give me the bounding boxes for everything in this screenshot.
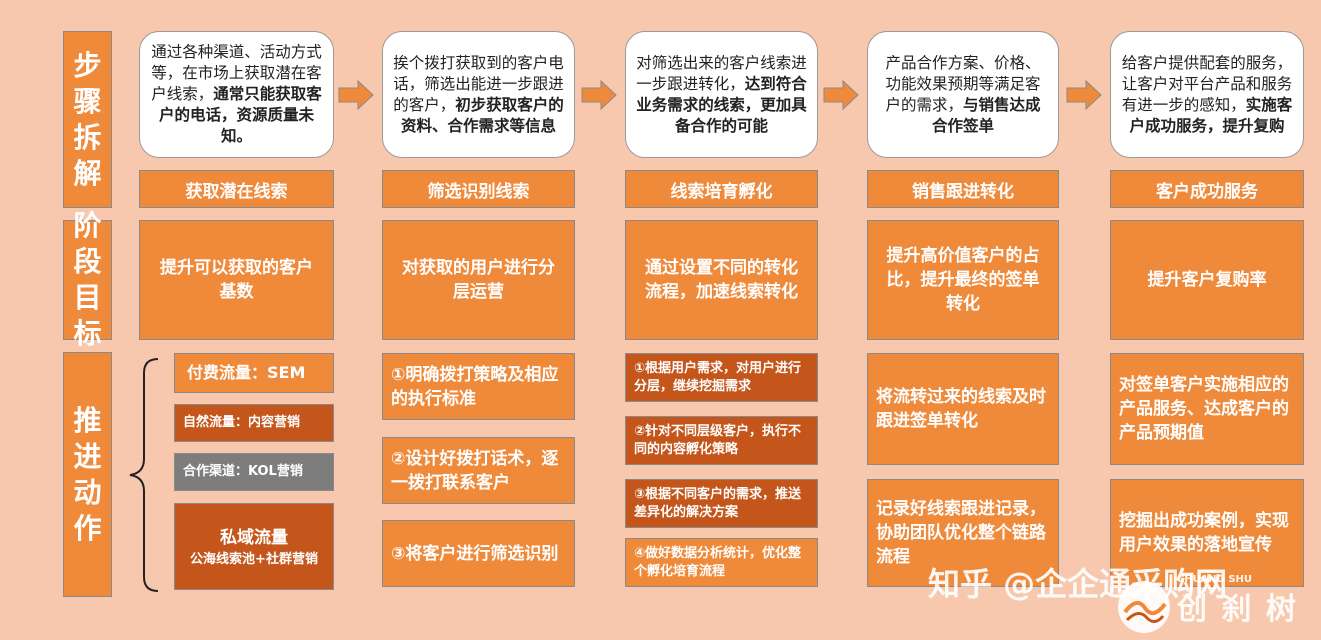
side-label-goals: 阶段目标 (63, 209, 112, 350)
step-bubble-4: 产品合作方案、价格、功能效果预期等满足客户的需求，与销售达成合作签单 (867, 31, 1059, 158)
right-arrow-icon (1066, 80, 1102, 110)
action-natural-traffic: 自然流量：内容营销 (174, 404, 334, 442)
goal-box-5: 提升客户复购率 (1110, 220, 1304, 340)
stage-label-4: 销售跟进转化 (867, 170, 1059, 208)
goal-box-2: 对获取的用户进行分层运营 (382, 220, 575, 340)
side-label-steps: 步骤拆解 (63, 31, 112, 208)
stage-label-5: 客户成功服务 (1110, 170, 1304, 208)
action-col2-1: ①明确拨打策略及相应的执行标准 (382, 353, 575, 420)
action-col3-3: ③根据不同客户的需求，推送差异化的解决方案 (625, 479, 818, 528)
action-col2-3: ③将客户进行筛选识别 (382, 520, 575, 587)
step-bubble-5: 给客户提供配套的服务，让客户对平台产品和服务有进一步的感知，实施客户成功服务，提… (1110, 31, 1304, 158)
action-col3-4: ④做好数据分析统计，优化整个孵化培育流程 (625, 538, 818, 587)
action-paid-traffic: 付费流量：SEM (174, 353, 334, 393)
watermark-brand-en: CHUANG SHU (1177, 574, 1253, 585)
action-partner-channel: 合作渠道：KOL营销 (174, 453, 334, 491)
goal-box-3: 通过设置不同的转化流程，加速线索转化 (625, 220, 818, 340)
brand-logo-icon (1118, 581, 1170, 633)
stage-label-3: 线索培育孵化 (625, 170, 818, 208)
private-traffic-sub: 公海线索池+社群营销 (190, 551, 318, 567)
action-col4-1: 将流转过来的线索及时跟进签单转化 (867, 353, 1059, 465)
goal-box-1: 提升可以获取的客户基数 (139, 220, 334, 340)
goal-box-4: 提升高价值客户的占比，提升最终的签单转化 (867, 220, 1059, 340)
step-bubble-3: 对筛选出来的客户线索进一步跟进转化，达到符合业务需求的线索，更加具备合作的可能 (625, 31, 818, 158)
right-arrow-icon (823, 80, 859, 110)
right-arrow-icon (581, 80, 617, 110)
step-bubble-1: 通过各种渠道、活动方式等，在市场上获取潜在客户线索，通常只能获取客户的电话，资源… (139, 31, 334, 158)
watermark-zhihu: 知乎 @企企通采购网 (928, 565, 1228, 603)
action-col5-2: 挖掘出成功案例，实现用户效果的落地宣传 (1110, 479, 1304, 587)
watermark-brand: 创 刹 树 (1177, 592, 1298, 627)
private-traffic-title: 私域流量 (220, 527, 288, 548)
side-label-actions: 推进动作 (63, 352, 112, 597)
action-private-traffic: 私域流量 公海线索池+社群营销 (174, 503, 334, 590)
action-col4-2: 记录好线索跟进记录，协助团队优化整个链路流程 (867, 479, 1059, 587)
action-col3-1: ①根据用户需求，对用户进行分层，继续挖掘需求 (625, 353, 818, 402)
step-bubble-2: 挨个拨打获取到的客户电话，筛选出能进一步跟进的客户，初步获取客户的资料、合作需求… (382, 31, 575, 158)
curly-brace-icon (129, 358, 159, 592)
stage-label-1: 获取潜在线索 (139, 170, 334, 208)
right-arrow-icon (338, 80, 374, 110)
action-col3-2: ②针对不同层级客户，执行不同的内容孵化策略 (625, 416, 818, 465)
stage-label-2: 筛选识别线索 (382, 170, 575, 208)
action-col2-2: ②设计好拨打话术，逐一拨打联系客户 (382, 437, 575, 504)
action-col5-1: 对签单客户实施相应的产品服务、达成客户的产品预期值 (1110, 353, 1304, 465)
